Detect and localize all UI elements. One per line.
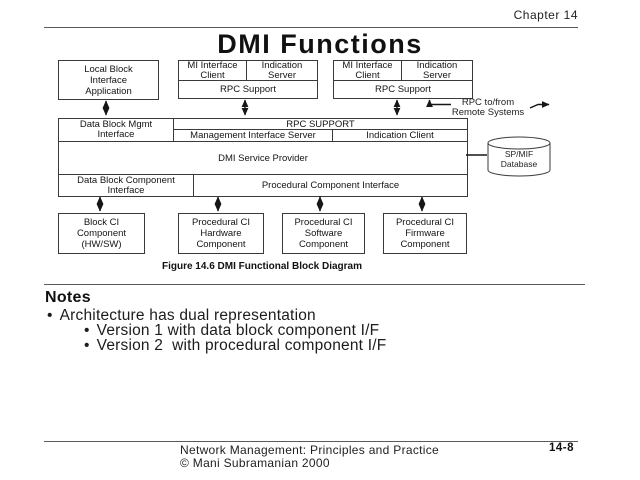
- note-text: Architecture has dual representation: [59, 307, 316, 324]
- box-block-ci-component: Block CI Component (HW/SW): [58, 213, 145, 254]
- note-text: Version 1 with data block component I/F: [96, 322, 380, 339]
- chapter-label: Chapter 14: [513, 8, 578, 22]
- cell-data-block-mgmt-interface: Data Block Mgmt Interface: [59, 119, 174, 141]
- main-box-rpc-subrow: Management Interface Server Indication C…: [174, 130, 467, 141]
- cell-management-interface-server: Management Interface Server: [174, 130, 333, 141]
- box-procedural-ci-hardware: Procedural CI Hardware Component: [178, 213, 264, 254]
- box-procedural-ci-software: Procedural CI Software Component: [282, 213, 365, 254]
- cell-mi-interface-client: MI Interface Client: [334, 61, 402, 80]
- note-bullet-2: • Version 1 with data block component I/F: [84, 322, 379, 340]
- database-cylinder: SP/MIF Database: [487, 136, 551, 178]
- box-dmi-service-provider-block: Data Block Mgmt Interface RPC SUPPORT Ma…: [58, 118, 468, 197]
- box-mi-rpc-right: MI Interface Client Indication Server RP…: [333, 60, 473, 99]
- cell-indication-server: Indication Server: [416, 60, 458, 81]
- notes-heading: Notes: [45, 289, 91, 306]
- database-label: SP/MIF Database: [500, 149, 538, 169]
- slide-title: DMI Functions: [217, 29, 423, 59]
- footer-rule: [44, 441, 578, 442]
- cylinder-shape-icon: [487, 136, 551, 177]
- cell-rpc-support: RPC Support: [220, 84, 276, 95]
- cell-indication-server: Indication Server: [261, 60, 303, 81]
- notes-rule: [44, 284, 585, 285]
- footer-book-title: Network Management: Principles and Pract…: [180, 443, 440, 457]
- cell-procedural-component-interface: Procedural Component Interface: [261, 180, 400, 191]
- note-bullet-3: • Version 2 with procedural component I/F: [84, 337, 386, 355]
- box-mi-rpc-left: MI Interface Client Indication Server RP…: [178, 60, 318, 99]
- cell-rpc-support: RPC Support: [375, 84, 431, 95]
- header-rule: [44, 27, 578, 28]
- rpc-remote-systems-label: RPC to/from Remote Systems: [451, 97, 525, 118]
- footer-copyright: © Mani Subramanian 2000: [180, 456, 330, 470]
- mi-top-row: MI Interface Client Indication Server: [334, 61, 472, 81]
- main-box-rpc-area: RPC SUPPORT Management Interface Server …: [174, 119, 467, 141]
- mi-top-row: MI Interface Client Indication Server: [179, 61, 317, 81]
- main-box-bottom-row: Data Block Component Interface Procedura…: [59, 175, 467, 196]
- cell-rpc-support-caps: RPC SUPPORT: [174, 119, 467, 130]
- note-bullet-1: • Architecture has dual representation: [47, 307, 316, 325]
- cell-data-block-component-interface: Data Block Component Interface: [59, 175, 194, 196]
- bullet-icon: •: [84, 337, 90, 354]
- box-local-block-interface-application: Local Block Interface Application: [58, 60, 159, 100]
- note-text: Version 2 with procedural component I/F: [96, 337, 387, 354]
- box-procedural-ci-firmware: Procedural CI Firmware Component: [383, 213, 467, 254]
- page-number: 14-8: [549, 442, 575, 454]
- main-box-top-row: Data Block Mgmt Interface RPC SUPPORT Ma…: [59, 119, 467, 142]
- bullet-icon: •: [84, 322, 90, 339]
- cell-mi-interface-client: MI Interface Client: [179, 61, 247, 80]
- cell-dmi-service-provider: DMI Service Provider: [59, 142, 467, 175]
- figure-caption: Figure 14.6 DMI Functional Block Diagram: [161, 261, 363, 272]
- cell-indication-client: Indication Client: [366, 130, 434, 141]
- arrow-to-remote-systems: [529, 101, 550, 109]
- footer-credits: Network Management: Principles and Pract…: [180, 444, 439, 470]
- bullet-icon: •: [47, 307, 53, 324]
